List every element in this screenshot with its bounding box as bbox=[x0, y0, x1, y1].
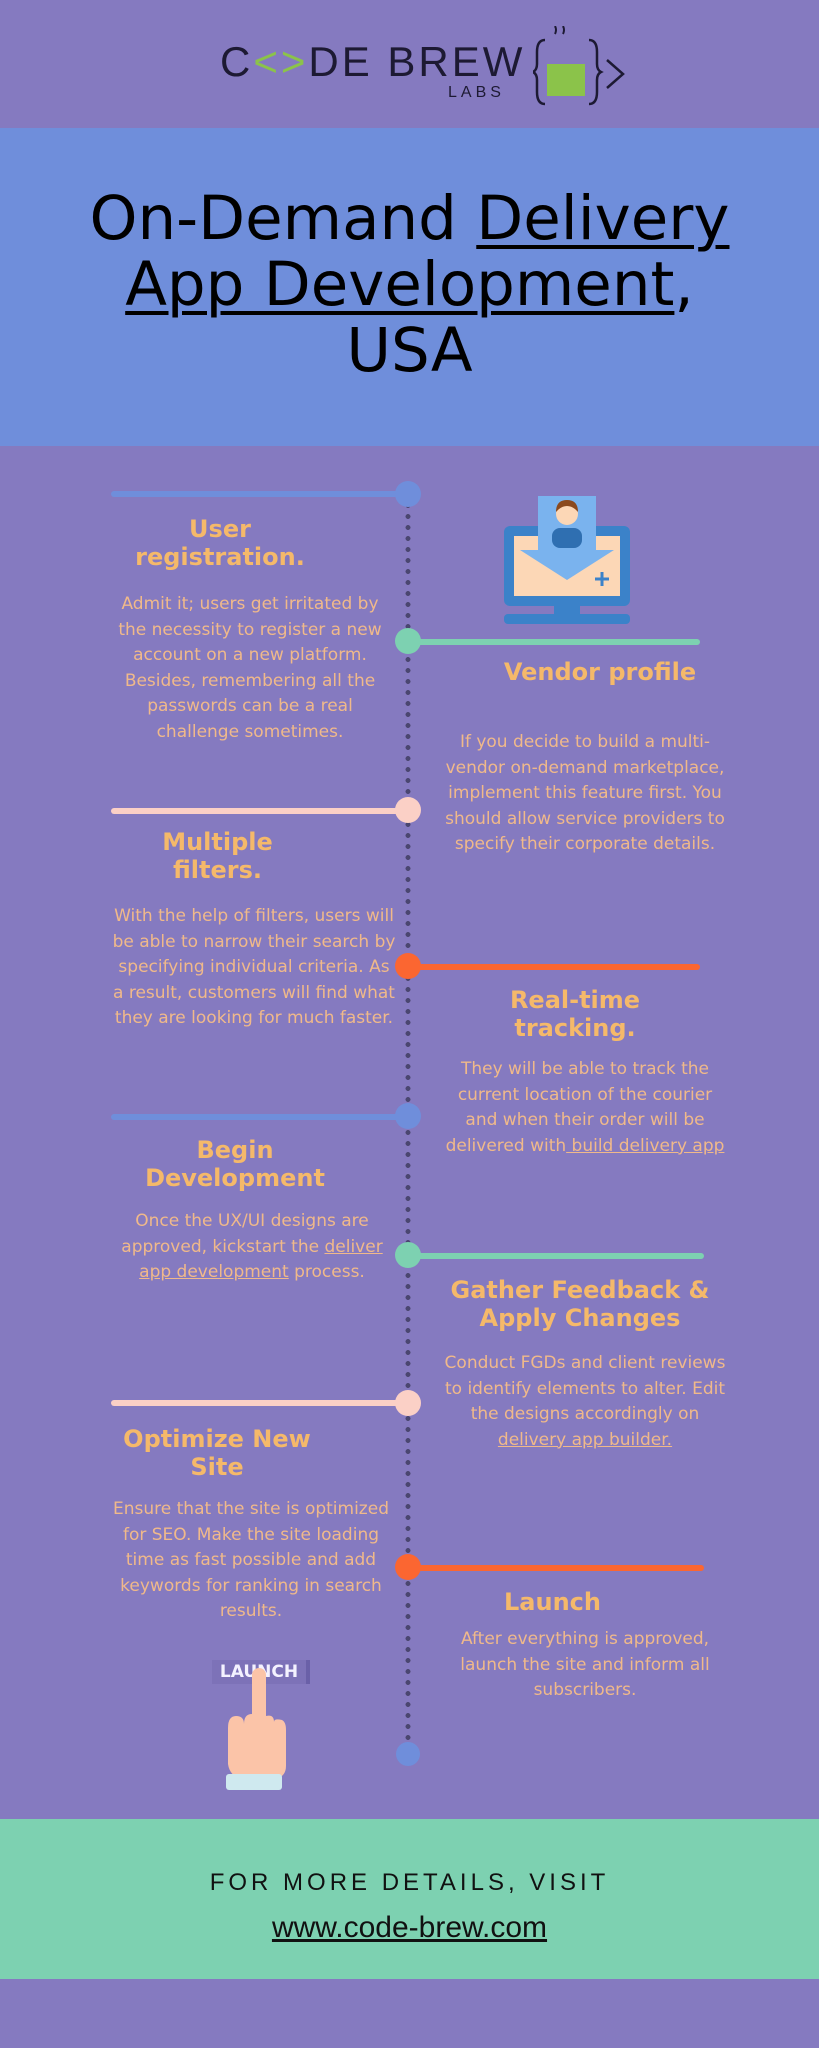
step-title: Gather Feedback & Apply Changes bbox=[450, 1276, 710, 1332]
step-title: Begin Development bbox=[145, 1136, 325, 1192]
page-title: On-Demand Delivery App Development, USA bbox=[89, 183, 730, 386]
step-title: User registration. bbox=[135, 515, 305, 571]
footer-cta: FOR MORE DETAILS, VISIT www.code-brew.co… bbox=[0, 1819, 819, 1979]
step-body: If you decide to build a multi-vendor on… bbox=[445, 732, 725, 854]
timeline-end-node bbox=[396, 1742, 420, 1766]
title-link-delivery[interactable]: Delivery bbox=[476, 183, 730, 254]
link-deliver-app-development[interactable]: deliver app development bbox=[139, 1236, 383, 1283]
link-build-delivery-app[interactable]: build delivery app bbox=[566, 1135, 725, 1156]
title-banner: On-Demand Delivery App Development, USA bbox=[0, 128, 819, 446]
monitor-user-download-icon bbox=[504, 496, 630, 624]
timeline-node bbox=[395, 1390, 421, 1416]
step-body: Conduct FGDs and client reviews to ident… bbox=[444, 1353, 726, 1450]
timeline-node bbox=[395, 628, 421, 654]
connector-line bbox=[111, 1400, 411, 1406]
step-title: Optimize New Site bbox=[123, 1425, 311, 1481]
step-body: Once the UX/UI designs are approved, kic… bbox=[121, 1211, 383, 1283]
step-body: After everything is approved, launch the… bbox=[460, 1629, 710, 1700]
hand-pointing-launch-icon: LAUNCH bbox=[206, 1656, 316, 1796]
step-title: Multiple filters. bbox=[162, 828, 273, 884]
connector-line bbox=[408, 964, 700, 970]
timeline-node bbox=[395, 1103, 421, 1129]
coffee-cup-code-icon bbox=[533, 26, 625, 106]
footer-lead: FOR MORE DETAILS, VISIT bbox=[209, 1869, 610, 1896]
step-title: Launch bbox=[504, 1588, 601, 1616]
code-bracket-icon: <> bbox=[253, 38, 309, 85]
title-link-app-development[interactable]: App Development bbox=[125, 249, 675, 320]
timeline-node bbox=[395, 481, 421, 507]
connector-line bbox=[111, 808, 411, 814]
step-body: Ensure that the site is optimized for SE… bbox=[113, 1499, 389, 1621]
timeline-node bbox=[395, 797, 421, 823]
brand-sub: LABS bbox=[448, 84, 505, 101]
logo-header: C<>DE BREW LABS bbox=[0, 0, 819, 128]
step-body: Admit it; users get irritated by the nec… bbox=[118, 594, 382, 742]
timeline-node bbox=[395, 1242, 421, 1268]
step-body: With the help of filters, users will be … bbox=[112, 906, 396, 1028]
step-body: They will be able to track the current l… bbox=[445, 1059, 725, 1156]
connector-line bbox=[111, 1114, 411, 1120]
step-title: Real-time tracking. bbox=[509, 986, 641, 1042]
website-link[interactable]: www.code-brew.com bbox=[271, 1911, 548, 1944]
brand-name: C<>DE BREW bbox=[220, 38, 526, 85]
step-title: Vendor profile bbox=[503, 658, 697, 686]
timeline-node bbox=[395, 953, 421, 979]
connector-line bbox=[408, 639, 700, 645]
connector-line bbox=[408, 1253, 704, 1259]
connector-line bbox=[408, 1565, 704, 1571]
link-delivery-app-builder[interactable]: delivery app builder. bbox=[497, 1429, 673, 1450]
timeline-node bbox=[395, 1554, 421, 1580]
connector-line bbox=[111, 491, 411, 497]
